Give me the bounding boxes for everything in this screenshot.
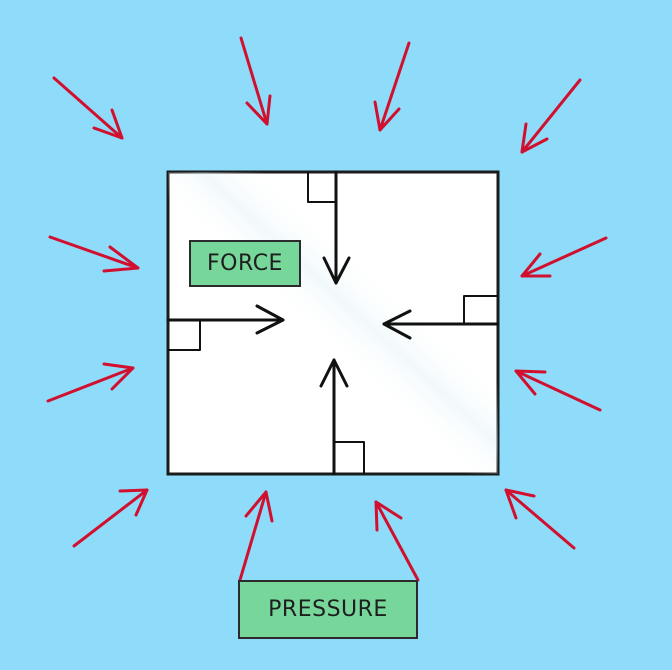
red-pressure-arrow-icon [374,500,420,582]
red-pressure-arrow-icon [46,362,135,403]
right-angle-marker-icon [333,441,365,475]
red-pressure-arrow-icon [238,490,274,582]
red-pressure-arrow-icon [48,235,140,273]
red-pressure-arrow-icon [520,236,608,278]
pressure-label: PRESSURE [238,580,418,639]
red-pressure-arrow-icon [504,488,576,550]
red-pressure-arrow-icon [72,488,149,548]
black-force-arrow-icon [319,358,365,476]
red-pressure-arrow-icon [520,78,582,154]
red-pressure-arrow-icon [52,76,124,140]
black-force-arrow-icon [307,170,351,285]
red-pressure-arrow-icon [514,369,602,412]
red-pressure-arrow-icon [239,36,272,126]
red-pressure-arrow-icon [373,41,411,132]
right-angle-marker-icon [307,171,337,203]
right-angle-marker-icon [167,319,201,351]
pressure-arrows [46,36,608,582]
pressure-label-text: PRESSURE [268,597,388,622]
black-force-arrow-icon [166,304,285,351]
force-arrows [166,170,500,476]
force-label-text: FORCE [207,251,283,276]
right-angle-marker-icon [463,295,499,325]
force-label: FORCE [189,240,301,287]
black-force-arrow-icon [382,295,500,340]
